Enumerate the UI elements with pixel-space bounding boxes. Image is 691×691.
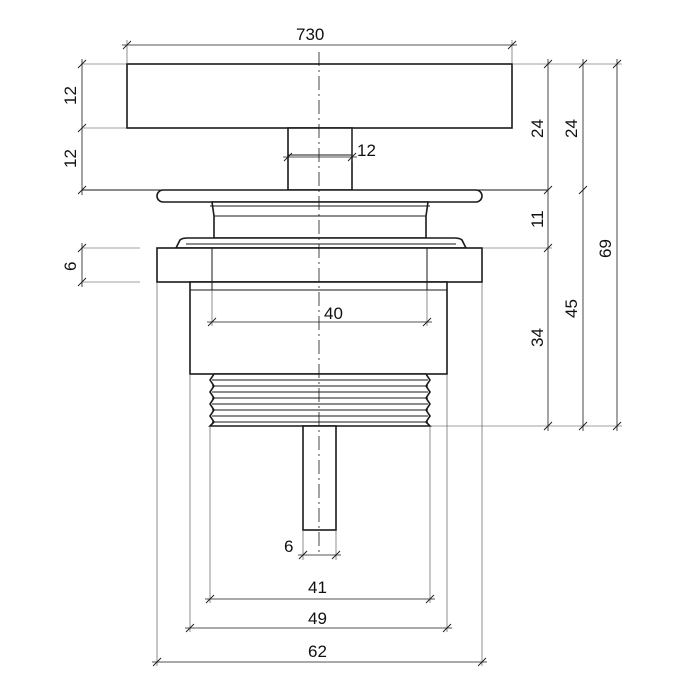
seal-disc — [156, 189, 483, 203]
thread — [208, 373, 432, 427]
dim-cap-thickness: 12 — [61, 86, 80, 105]
dim-stem-height: 12 — [61, 149, 80, 168]
flange — [156, 247, 483, 283]
collar — [211, 201, 429, 239]
dimension-lines — [77, 40, 622, 667]
dim-body-height: 34 — [528, 328, 547, 347]
dim-cap-total-outer: 24 — [562, 119, 581, 138]
dim-flange-thickness: 6 — [61, 262, 80, 271]
dim-cap-width: 730 — [296, 25, 324, 44]
dim-rod-diameter: 6 — [284, 537, 293, 556]
cap-plate — [126, 63, 513, 129]
dim-cap-total: 24 — [528, 119, 547, 138]
stem — [287, 127, 353, 191]
dim-body-total: 45 — [562, 299, 581, 318]
rod — [302, 425, 337, 531]
dim-overall-height: 69 — [596, 239, 615, 258]
part-outline — [82, 63, 548, 531]
flange-top — [174, 237, 468, 249]
dim-collar: 11 — [528, 210, 547, 228]
extension-lines — [82, 40, 622, 666]
dimension-labels: 730 12 12 12 6 24 24 11 34 45 69 40 6 41… — [61, 25, 615, 661]
dim-flange-diameter: 62 — [308, 642, 327, 661]
dim-thread-diameter: 41 — [308, 578, 327, 597]
dim-stem-width: 12 — [357, 141, 376, 160]
dim-body-inner: 40 — [324, 304, 343, 323]
body — [189, 281, 448, 375]
dim-body-diameter: 49 — [308, 609, 327, 628]
